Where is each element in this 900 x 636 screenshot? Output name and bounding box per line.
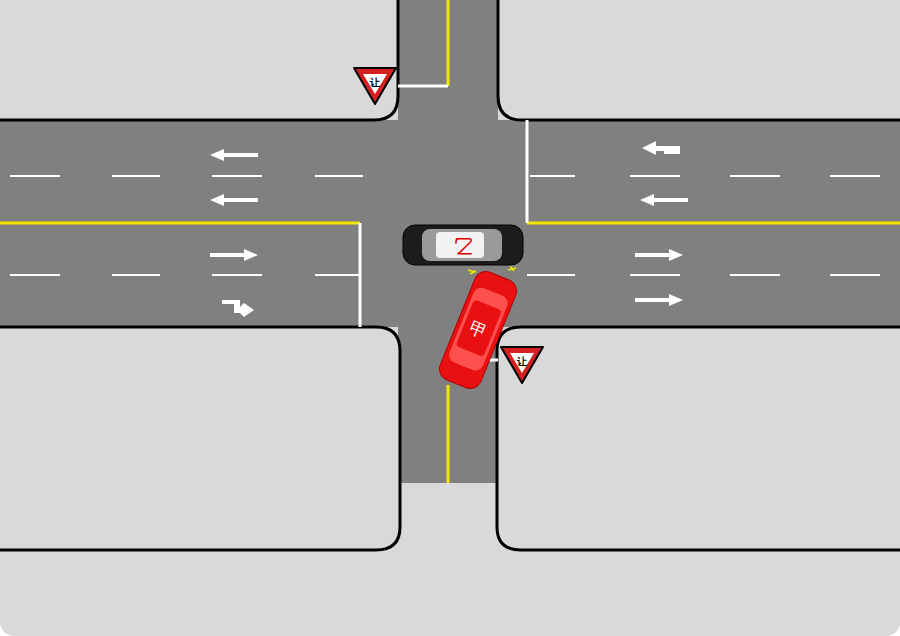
sign-text: 让 bbox=[352, 76, 398, 90]
vehicle-label: 乙 bbox=[402, 232, 524, 259]
yield-sign: 让 bbox=[499, 345, 545, 385]
sign-text: 让 bbox=[499, 355, 545, 369]
vehicle: 乙 bbox=[402, 224, 524, 266]
yield-sign: 让 bbox=[352, 66, 398, 106]
